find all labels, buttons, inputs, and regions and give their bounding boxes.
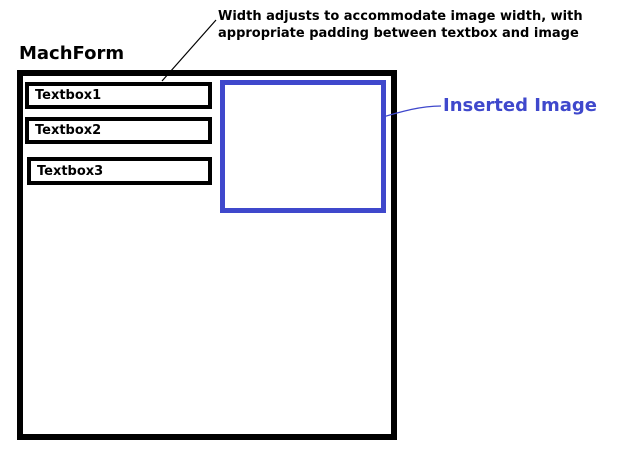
annotation-line-2: appropriate padding between textbox and … [218,26,579,41]
textbox-1-label: Textbox1 [35,88,102,103]
inserted-image-placeholder [220,80,386,213]
textbox-2: Textbox2 [25,117,212,144]
annotation-note: Width adjusts to accommodate image width… [218,8,618,42]
inserted-image-label: Inserted Image [443,95,597,116]
page-title: MachForm [19,43,125,64]
textbox-3: Textbox3 [27,157,212,185]
textbox-2-label: Textbox2 [35,123,102,138]
textbox-1: Textbox1 [25,82,212,109]
textbox-3-label: Textbox3 [37,163,104,179]
annotation-line-1: Width adjusts to accommodate image width… [218,9,583,24]
form-container: Textbox1 Textbox2 Textbox3 [17,70,397,440]
